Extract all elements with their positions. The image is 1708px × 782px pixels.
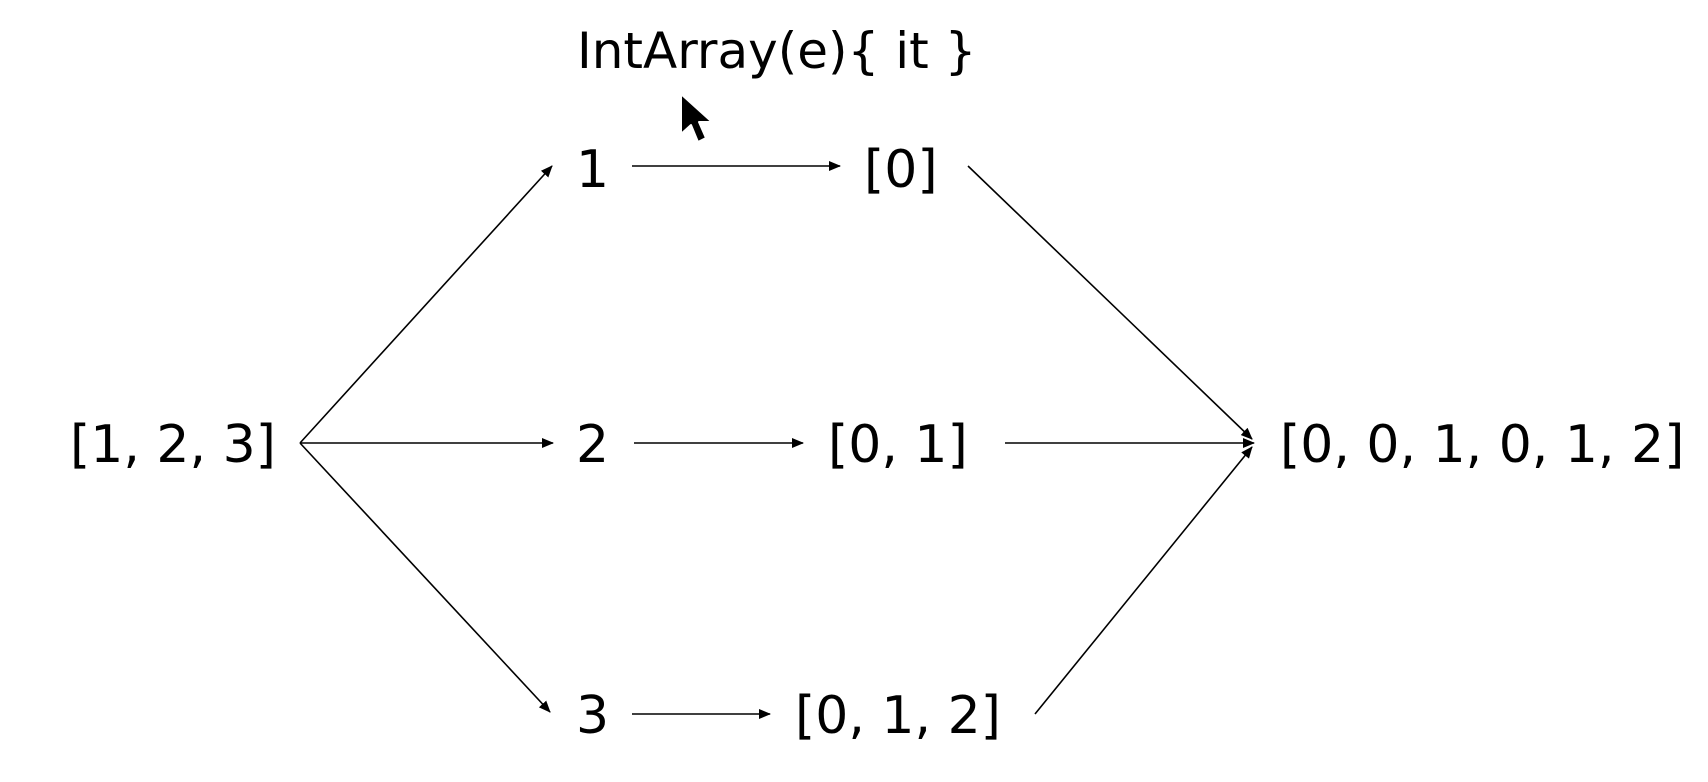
edge-source-to-item-1 — [299, 165, 553, 444]
item-node-1: 1 — [576, 140, 609, 200]
mouse-pointer-icon — [680, 93, 713, 143]
edge-source-to-item-3 — [299, 442, 551, 713]
item-node-2: 2 — [576, 415, 609, 475]
source-array-node: [1, 2, 3] — [70, 415, 276, 475]
edge-array-1-to-result — [967, 165, 1253, 440]
array-node-1: [0] — [864, 140, 938, 200]
diagram-title: IntArray(e){ it } — [577, 22, 976, 80]
array-node-2: [0, 1] — [828, 415, 968, 475]
item-node-3: 3 — [576, 686, 609, 746]
array-node-3: [0, 1, 2] — [795, 686, 1001, 746]
edge-array-3-to-result — [1034, 446, 1253, 715]
result-array-node: [0, 0, 1, 0, 1, 2] — [1280, 415, 1684, 475]
